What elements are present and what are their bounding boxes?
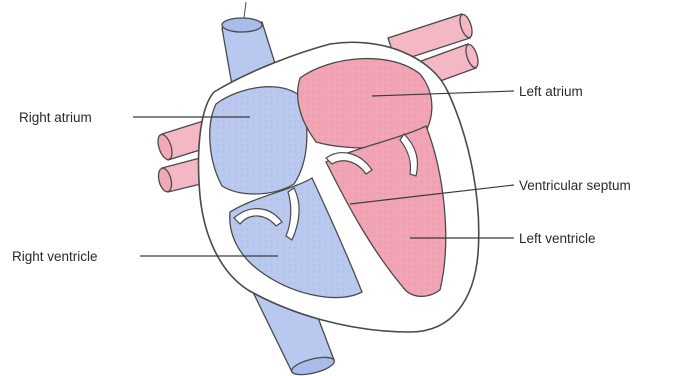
right-atrium-label: Right atrium	[19, 110, 92, 125]
left-atrium-label: Left atrium	[519, 84, 583, 99]
right-atrium-chamber	[210, 87, 307, 194]
left-ventricle-label: Left ventricle	[519, 231, 596, 246]
ventricular-septum-label: Ventricular septum	[519, 178, 631, 193]
right-ventricle-label: Right ventricle	[12, 249, 98, 264]
